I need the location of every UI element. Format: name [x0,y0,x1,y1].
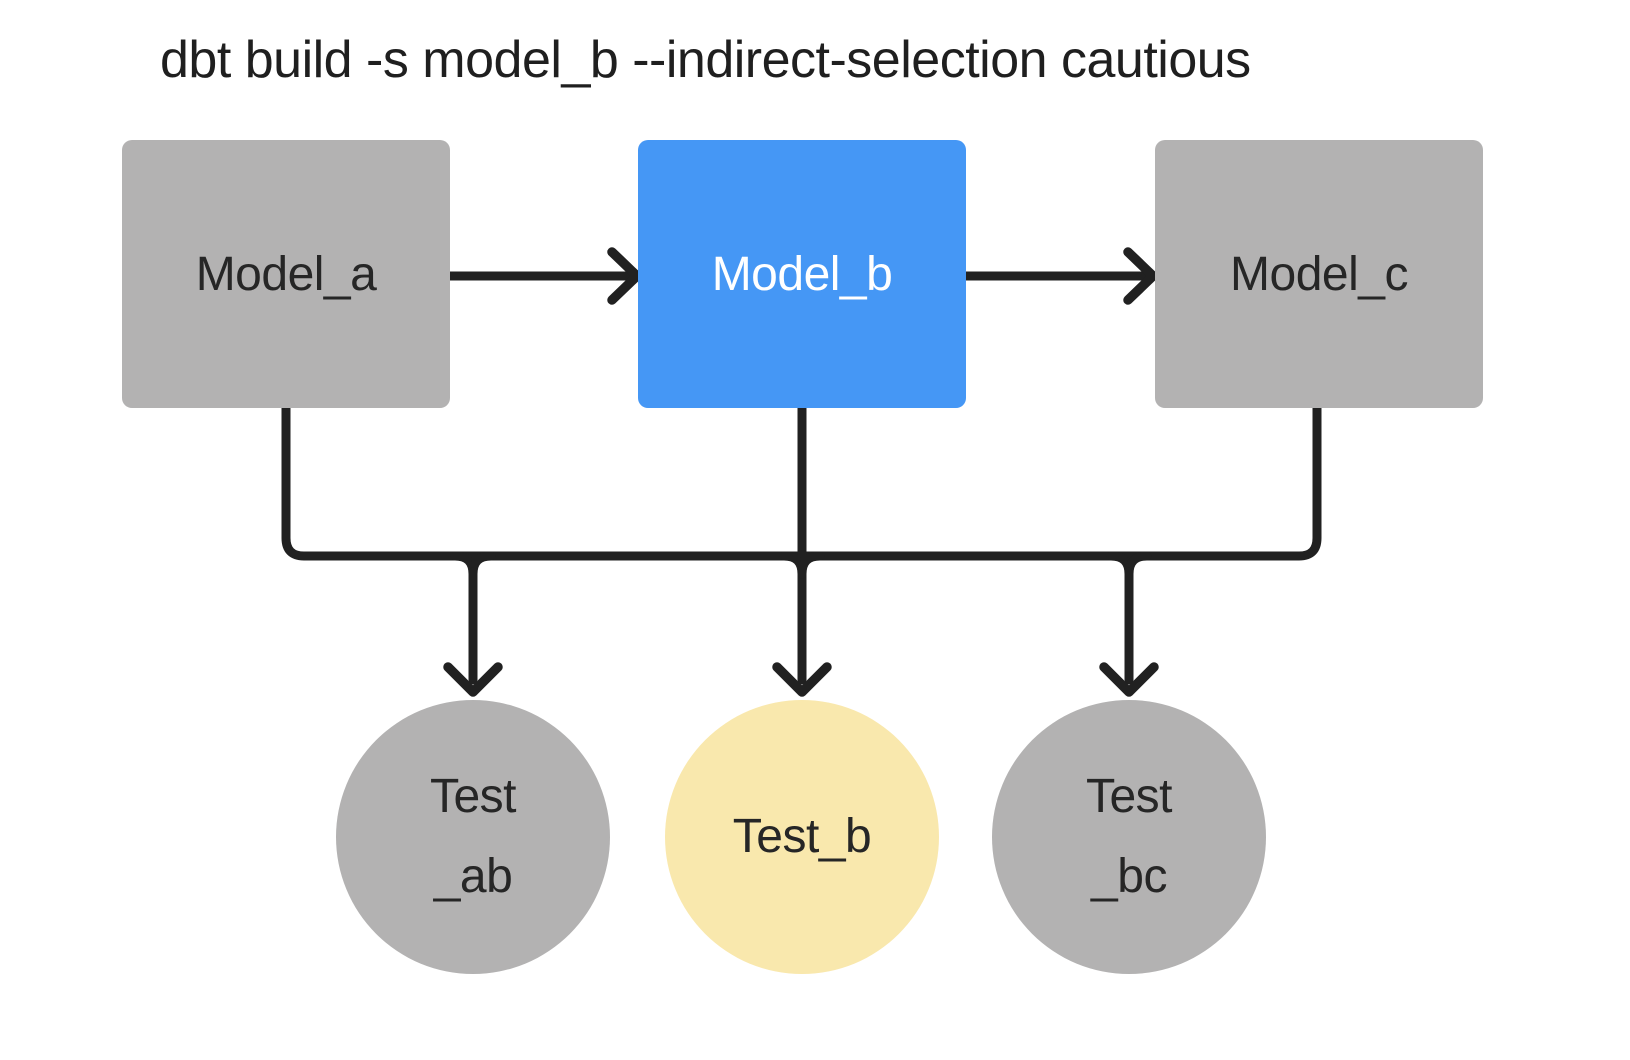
diagram-title: dbt build -s model_b --indirect-selectio… [160,31,1251,89]
node-model-c: Model_c [1155,140,1483,408]
node-test-b-indirect: Test_b [665,700,939,974]
node-model-b-selected: Model_b [638,140,966,408]
node-test-ab-label-line1: Test [429,770,517,823]
node-model-a-label: Model_a [195,247,377,301]
node-model-c-label: Model_c [1230,247,1408,301]
edge-test-b-arrowhead-icon [772,662,832,697]
node-test-ab: Test _ab [336,700,610,974]
node-test-bc: Test _bc [992,700,1266,974]
node-model-a: Model_a [122,140,450,408]
edge-model-a-model-b-arrowhead-icon [607,247,642,305]
node-test-ab-label-line2: _ab [433,850,513,903]
edge-model-b-model-c-arrowhead-icon [1123,247,1158,305]
node-model-b-label: Model_b [711,247,893,301]
node-test-b-label: Test_b [732,810,872,863]
node-test-bc-label-line1: Test [1085,770,1173,823]
edge-test-ab-arrowhead-icon [443,662,503,697]
edge-test-b-fillet-right [797,551,825,579]
node-test-bc-label-line2: _bc [1091,850,1167,903]
edge-test-bc-arrowhead-icon [1099,662,1159,697]
